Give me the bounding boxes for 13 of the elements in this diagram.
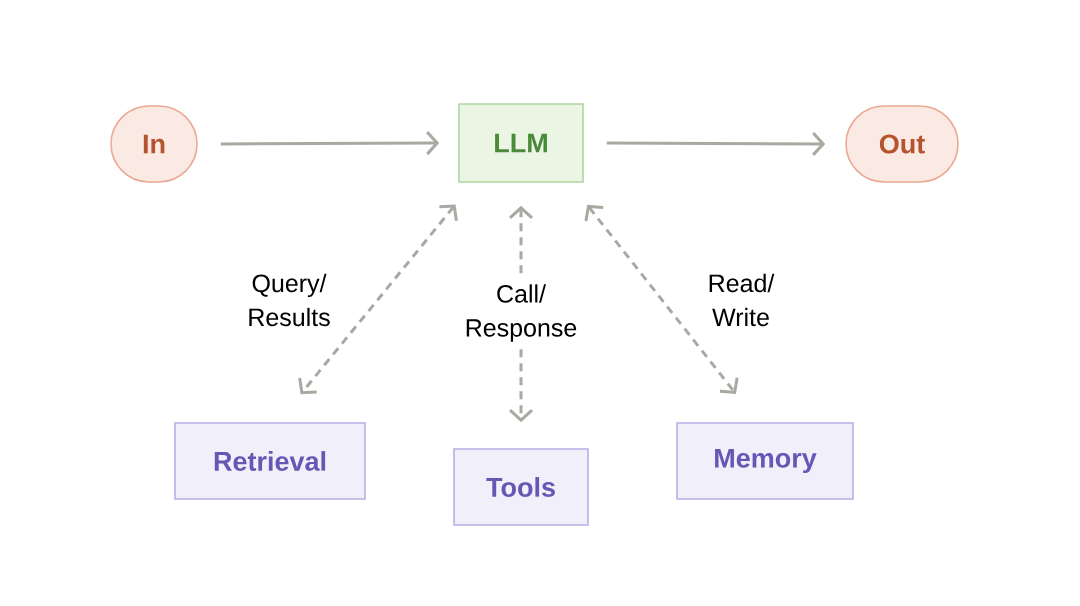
component-box: Memory <box>676 422 854 500</box>
model-box: LLM <box>458 103 584 183</box>
edge-label: Call/ Response <box>455 278 587 348</box>
edge-label: Query/ Results <box>249 273 330 327</box>
component-box: Retrieval <box>174 422 366 500</box>
arrow <box>584 204 739 394</box>
terminal-pill: In <box>110 105 198 183</box>
component-box: Tools <box>453 448 589 526</box>
arrow <box>298 204 458 395</box>
arrow <box>606 131 826 156</box>
arrow <box>220 131 440 156</box>
edge-label: Read/ Write <box>709 273 775 327</box>
terminal-pill: Out <box>845 105 959 183</box>
